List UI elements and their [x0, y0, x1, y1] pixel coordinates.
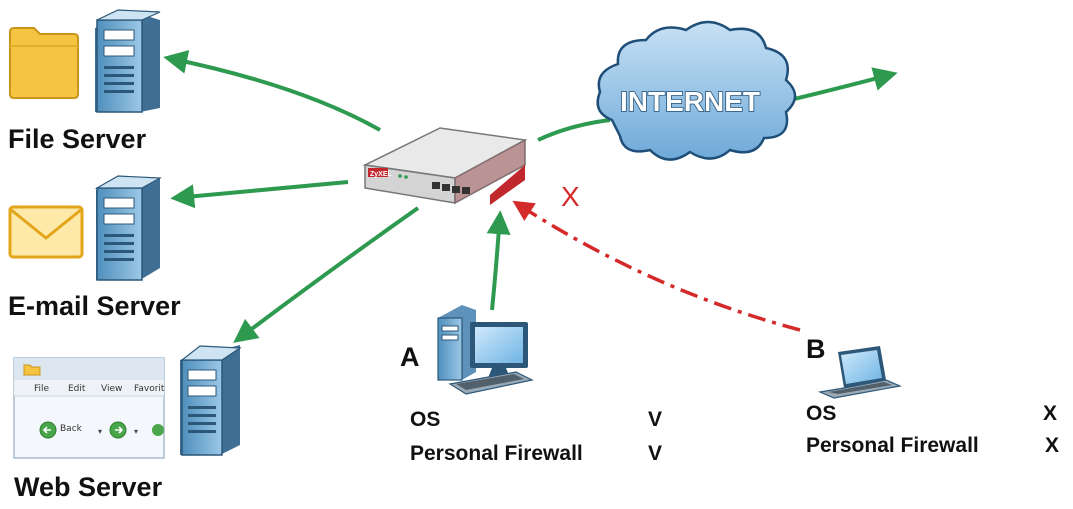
laptop-computer-icon: [817, 346, 903, 399]
file-server-tower-icon: [95, 9, 161, 113]
web-server-tower-icon: [180, 345, 242, 456]
envelope-icon: [8, 205, 84, 259]
cloud-label: INTERNET: [620, 86, 760, 117]
file-server-label: File Server: [8, 124, 147, 154]
arrow-to-email-server: [170, 180, 349, 209]
internet-cloud-icon: INTERNET: [596, 20, 797, 161]
svg-text:▾: ▾: [134, 427, 138, 436]
desktop-computer-icon: [437, 305, 534, 395]
folder-icon: [9, 27, 79, 99]
client-b-os-value: X: [1043, 402, 1058, 425]
arrow-to-file-server: [163, 50, 381, 132]
browser-menu-favorites: Favorit: [134, 384, 165, 394]
browser-back-label: Back: [60, 424, 82, 434]
browser-menu-file: File: [34, 384, 50, 394]
arrow-cloud-to-internet: [789, 67, 898, 102]
client-a-os-label: OS: [410, 408, 441, 431]
arrow-to-web-server: [233, 206, 420, 343]
web-server-label: Web Server: [14, 472, 163, 502]
client-b-firewall-value: X: [1045, 434, 1060, 457]
client-a-os-value: V: [648, 408, 663, 431]
arrow-client-a-to-router: [486, 210, 511, 311]
router-icon: ZyXEL: [362, 127, 528, 205]
svg-text:▾: ▾: [98, 427, 102, 436]
client-a-firewall-value: V: [648, 442, 663, 465]
blocked-mark: X: [561, 181, 580, 212]
client-b-letter: B: [806, 334, 826, 364]
client-a-firewall-label: Personal Firewall: [410, 442, 583, 465]
browser-window-icon: ▾ ▾: [13, 357, 165, 459]
client-b-firewall-label: Personal Firewall: [806, 434, 979, 457]
email-server-tower-icon: [94, 175, 163, 281]
arrow-client-b-blocked: [512, 200, 801, 332]
router-brand: ZyXEL: [370, 171, 393, 178]
client-a-letter: A: [400, 342, 420, 372]
email-server-label: E-mail Server: [8, 291, 181, 321]
browser-menu-view: View: [101, 384, 123, 394]
client-b-os-label: OS: [806, 402, 837, 425]
arrow-router-to-cloud: [537, 118, 611, 142]
browser-menu-edit: Edit: [68, 384, 86, 394]
